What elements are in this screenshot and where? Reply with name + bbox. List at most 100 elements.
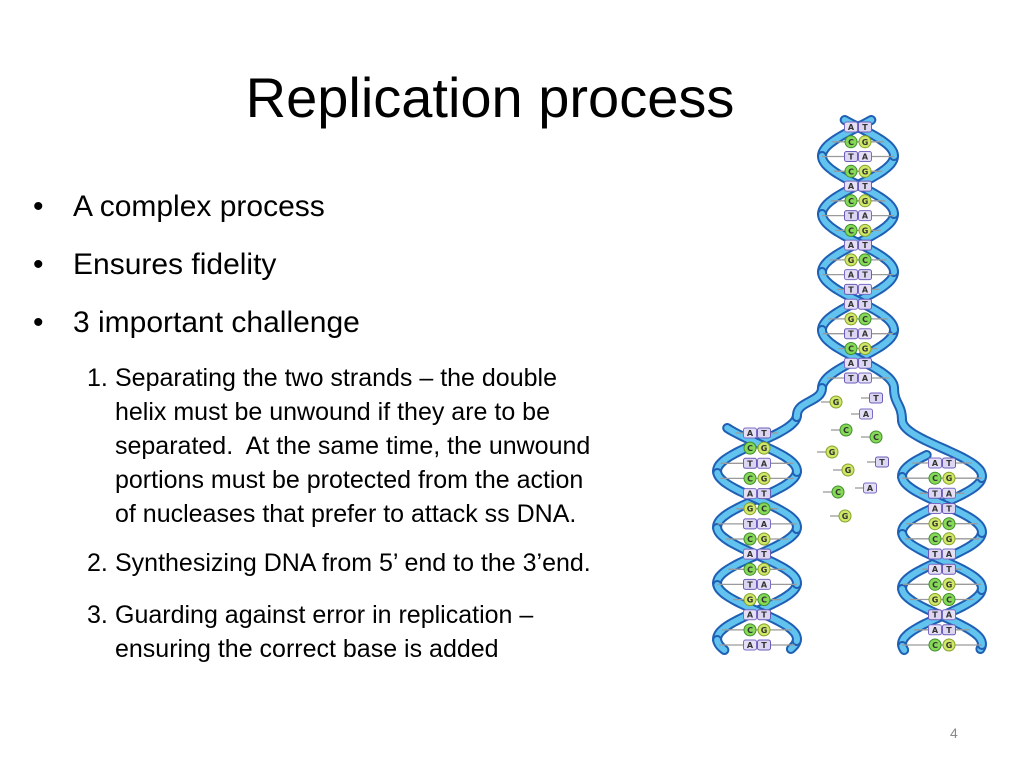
base-letter: G <box>747 596 754 605</box>
base-letter: A <box>747 611 754 620</box>
base-letter: G <box>845 466 852 475</box>
free-nucleotide: T <box>861 392 883 404</box>
base-letter: A <box>932 565 939 574</box>
nucleotide-base: T <box>858 239 872 251</box>
nucleotide-base: C <box>858 253 872 267</box>
nucleotide-base: A <box>743 609 757 621</box>
nucleotide-base: G <box>858 342 872 355</box>
base-letter: A <box>747 550 754 559</box>
challenge-number: 3. <box>87 601 108 629</box>
nucleotide-base: G <box>757 623 771 637</box>
nucleotide-base: G <box>942 638 956 652</box>
nucleotide-base: G <box>942 471 956 485</box>
nucleotide-base: T <box>844 328 858 340</box>
nucleotide-base: A <box>743 488 757 500</box>
base-letter: T <box>848 153 854 162</box>
base-letter: C <box>932 535 938 544</box>
nucleotide-base: G <box>743 593 757 607</box>
base-letter: T <box>761 641 767 650</box>
nucleotide-base: A <box>743 639 757 651</box>
nucleotide-base: T <box>869 392 883 404</box>
nucleotide-base: C <box>858 312 872 326</box>
nucleotide-base: T <box>942 563 956 575</box>
base-letter: T <box>932 550 938 559</box>
nucleotide-base: A <box>844 269 858 281</box>
dna-strand <box>724 425 800 475</box>
nucleotide-base: T <box>928 609 942 621</box>
dna-strand <box>899 531 985 593</box>
slide-title: Replication process <box>245 66 735 129</box>
nucleotide-base: A <box>942 487 956 499</box>
base-letter: C <box>932 641 938 650</box>
challenge-line: helix must be unwound if they are to be <box>115 398 550 426</box>
nucleotide-base: G <box>757 532 771 546</box>
nucleotide-base: A <box>928 457 942 469</box>
nucleotide-base: T <box>743 518 757 530</box>
nucleotide-base: C <box>844 164 858 178</box>
nucleotide-base: T <box>942 457 956 469</box>
nucleotide-base: A <box>859 408 873 420</box>
base-letter: A <box>747 429 754 438</box>
nucleotide-base: T <box>875 456 889 468</box>
base-letter: A <box>848 182 855 191</box>
base-letter: C <box>873 433 879 442</box>
nucleotide-base: T <box>844 372 858 384</box>
bullet-symbol: • <box>33 306 44 339</box>
base-letter: T <box>747 520 753 529</box>
base-letter: A <box>761 459 768 468</box>
nucleotide-base: A <box>757 518 771 530</box>
nucleotide-base: T <box>942 503 956 514</box>
nucleotide-base: T <box>858 357 872 369</box>
nucleotide-base: G <box>743 502 757 516</box>
nucleotide-base: C <box>869 430 883 444</box>
nucleotide-base: C <box>928 471 942 485</box>
base-letter: A <box>946 611 953 620</box>
free-nucleotide: T <box>867 456 889 468</box>
base-letter: A <box>747 641 754 650</box>
nucleotide-base: A <box>928 563 942 575</box>
base-letter: A <box>932 626 939 635</box>
challenge-text: Synthesizing DNA from 5’ end to the 3’en… <box>115 546 591 580</box>
nucleotide-base: G <box>928 517 942 531</box>
base-letter: G <box>848 315 855 324</box>
bullet-item: • 3 important challenge <box>0 305 680 341</box>
free-nucleotide: C <box>823 485 845 499</box>
base-letter: C <box>862 315 868 324</box>
nucleotide-base: G <box>942 532 956 546</box>
nucleotide-base: T <box>844 210 858 222</box>
base-letter: A <box>862 153 869 162</box>
base-letter: C <box>761 505 767 514</box>
base-letter: A <box>862 330 869 339</box>
base-letter: A <box>848 271 855 280</box>
nucleotide-base: T <box>928 548 942 560</box>
base-letter: T <box>848 374 854 383</box>
nucleotide-base: C <box>743 562 757 576</box>
nucleotide-base: C <box>757 502 771 516</box>
base-letter: T <box>862 271 868 280</box>
base-letter: G <box>761 444 768 453</box>
slide-number: 4 <box>950 725 958 741</box>
nucleotide-base: A <box>942 548 956 560</box>
nucleotide-base: C <box>928 638 942 652</box>
base-letter: T <box>862 241 868 250</box>
